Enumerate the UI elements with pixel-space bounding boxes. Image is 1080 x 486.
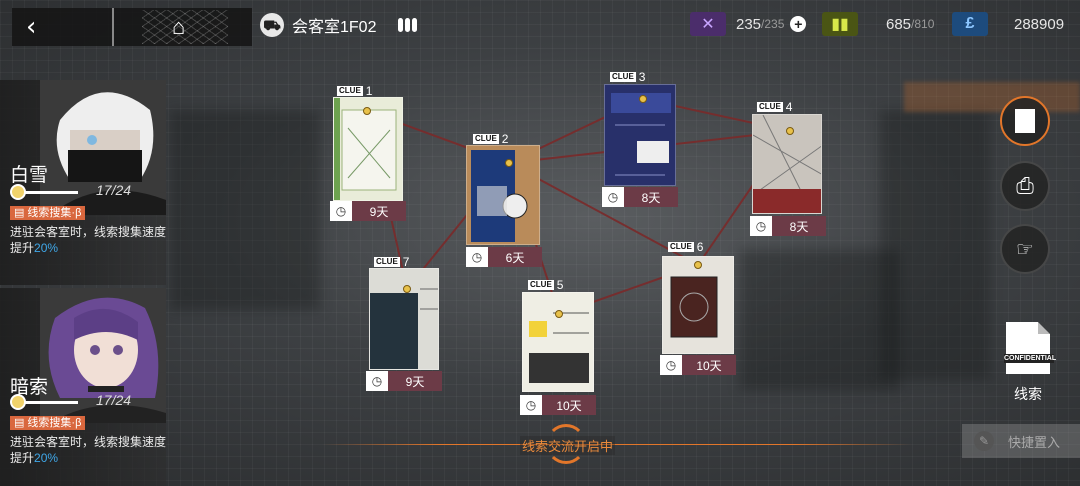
background-shelf	[170, 110, 320, 310]
background-furniture	[740, 250, 900, 390]
clue-label: CLUE 3	[610, 70, 646, 84]
drone-resource[interactable]: ✕ 235 /235 +	[690, 10, 807, 38]
clue-pin	[639, 95, 647, 103]
operator-name: 白雪	[10, 165, 49, 186]
print-button[interactable]: ⎙	[1000, 161, 1050, 211]
printer-icon: ⎙	[1016, 173, 1034, 198]
power-values: 685 /810	[876, 10, 934, 38]
clock-icon: ◷	[520, 395, 542, 415]
clue-timer: ◷ 10天	[660, 355, 736, 375]
skill-description: 进驻会客室时，线索搜集速度提升20%	[10, 435, 167, 465]
morale-value: 17/24	[96, 182, 132, 198]
power-max: /810	[911, 17, 935, 31]
confidential-document-icon	[1015, 109, 1035, 133]
clue-inventory-button[interactable]: CONFIDENTIAL 线索	[998, 318, 1058, 404]
clue-pin	[505, 159, 513, 167]
home-icon: ⌂	[172, 14, 186, 39]
power-resource: ▮▮	[822, 10, 858, 38]
lmd-resource: £ 288909	[952, 10, 1064, 38]
clue-label: CLUE 5	[528, 278, 564, 292]
operator-portrait	[40, 288, 166, 423]
confidential-label: CONFIDENTIAL	[1004, 354, 1057, 363]
home-button[interactable]: ⌂	[112, 8, 252, 46]
exchange-ring-icon	[546, 424, 586, 464]
clue-card-image	[522, 292, 594, 392]
skill-name: 线索搜集·β	[27, 207, 82, 219]
operator-morale: 17/24	[10, 392, 132, 410]
clue-pin	[403, 285, 411, 293]
background-cabinet	[880, 110, 990, 380]
clue-card-image	[369, 268, 439, 370]
exchange-line	[322, 444, 912, 445]
room-name: 会客室1F02	[292, 19, 377, 36]
clue-timer: ◷ 8天	[602, 187, 678, 207]
back-button[interactable]: ‹	[12, 8, 112, 46]
operator-slot-1[interactable]: 白雪 17/24 ▤ 线索搜集·β 进驻会客室时，线索搜集速度提升20%	[0, 80, 166, 285]
top-bar: ‹ ⌂ ⛟ 会客室1F02 ✕ 235 /235 + ▮▮ 685 /810 £…	[0, 0, 1080, 52]
add-drone-button[interactable]: +	[790, 16, 807, 32]
skill-description: 进驻会客室时，线索搜集速度提升20%	[10, 225, 167, 255]
clue-card-image	[466, 145, 540, 245]
operator-morale: 17/24	[10, 182, 132, 200]
clue-timer: ◷ 9天	[366, 371, 442, 391]
drone-value: 235	[736, 15, 762, 33]
clue-timer: ◷ 10天	[520, 395, 596, 415]
skill-tag: ▤ 线索搜集·β	[10, 416, 86, 430]
operator-slot-2[interactable]: 暗索 17/24 ▤ 线索搜集·β 进驻会客室时，线索搜集速度提升20%	[0, 288, 166, 486]
clock-icon: ◷	[466, 247, 488, 267]
clue-card-image	[752, 114, 822, 214]
clue-card-image	[662, 256, 734, 354]
quick-place-label: 快捷置入	[1008, 434, 1061, 450]
exchange-status-text: 线索交流开启中	[520, 436, 616, 455]
room-level-indicator	[398, 18, 418, 32]
background-accent-panel	[904, 82, 1080, 112]
clue-timer: ◷ 8天	[750, 216, 826, 236]
skill-name: 线索搜集·β	[27, 417, 82, 429]
clue-pin	[555, 310, 563, 318]
clue-label: CLUE 7	[374, 255, 410, 269]
clock-icon: ◷	[330, 201, 352, 221]
give-clue-button[interactable]: ☞	[1000, 224, 1050, 274]
quick-place-icon: ✎	[974, 431, 994, 451]
clock-icon: ◷	[750, 216, 772, 236]
clock-icon: ◷	[602, 187, 624, 207]
skill-tag: ▤ 线索搜集·β	[10, 206, 86, 220]
clock-icon: ◷	[660, 355, 682, 375]
back-arrow-icon: ‹	[26, 12, 37, 42]
clue-exchange-status[interactable]: 线索交流开启中	[322, 424, 912, 464]
clue-pin	[694, 261, 702, 269]
morale-bar	[24, 401, 78, 404]
battery-icon: ▮▮	[822, 12, 858, 36]
clue-pin	[786, 127, 794, 135]
lmd-value: 288909	[1014, 15, 1065, 33]
clue-card-image	[604, 84, 676, 186]
clue-label: CLUE 1	[337, 84, 373, 98]
mesh-decoration	[142, 10, 228, 44]
operator-name: 暗索	[10, 377, 49, 398]
morale-bar	[24, 191, 78, 194]
morale-value: 17/24	[96, 392, 132, 408]
document-icon: ▤	[14, 207, 25, 219]
room-title: ⛟ 会客室1F02	[260, 13, 418, 37]
clue-button-label: 线索	[1014, 386, 1042, 402]
drone-max: /235	[761, 17, 785, 31]
drone-icon: ✕	[690, 12, 726, 36]
clue-label: CLUE 2	[473, 132, 509, 146]
quick-place-button[interactable]: ✎ 快捷置入	[962, 424, 1080, 458]
clue-timer: ◷ 9天	[330, 201, 406, 221]
power-value: 685	[886, 15, 912, 33]
document-icon: ▤	[14, 417, 25, 429]
clue-pin	[363, 107, 371, 115]
clock-icon: ◷	[366, 371, 388, 391]
hand-give-icon: ☞	[1016, 238, 1034, 261]
clue-label: CLUE 6	[668, 240, 704, 254]
clue-timer: ◷ 6天	[466, 247, 542, 267]
clue-label: CLUE 4	[757, 100, 793, 114]
confidential-button[interactable]	[1000, 96, 1050, 146]
reception-room-icon: ⛟	[260, 13, 284, 37]
lmd-currency-icon: £	[952, 12, 988, 36]
confidential-document-icon	[1006, 322, 1050, 374]
